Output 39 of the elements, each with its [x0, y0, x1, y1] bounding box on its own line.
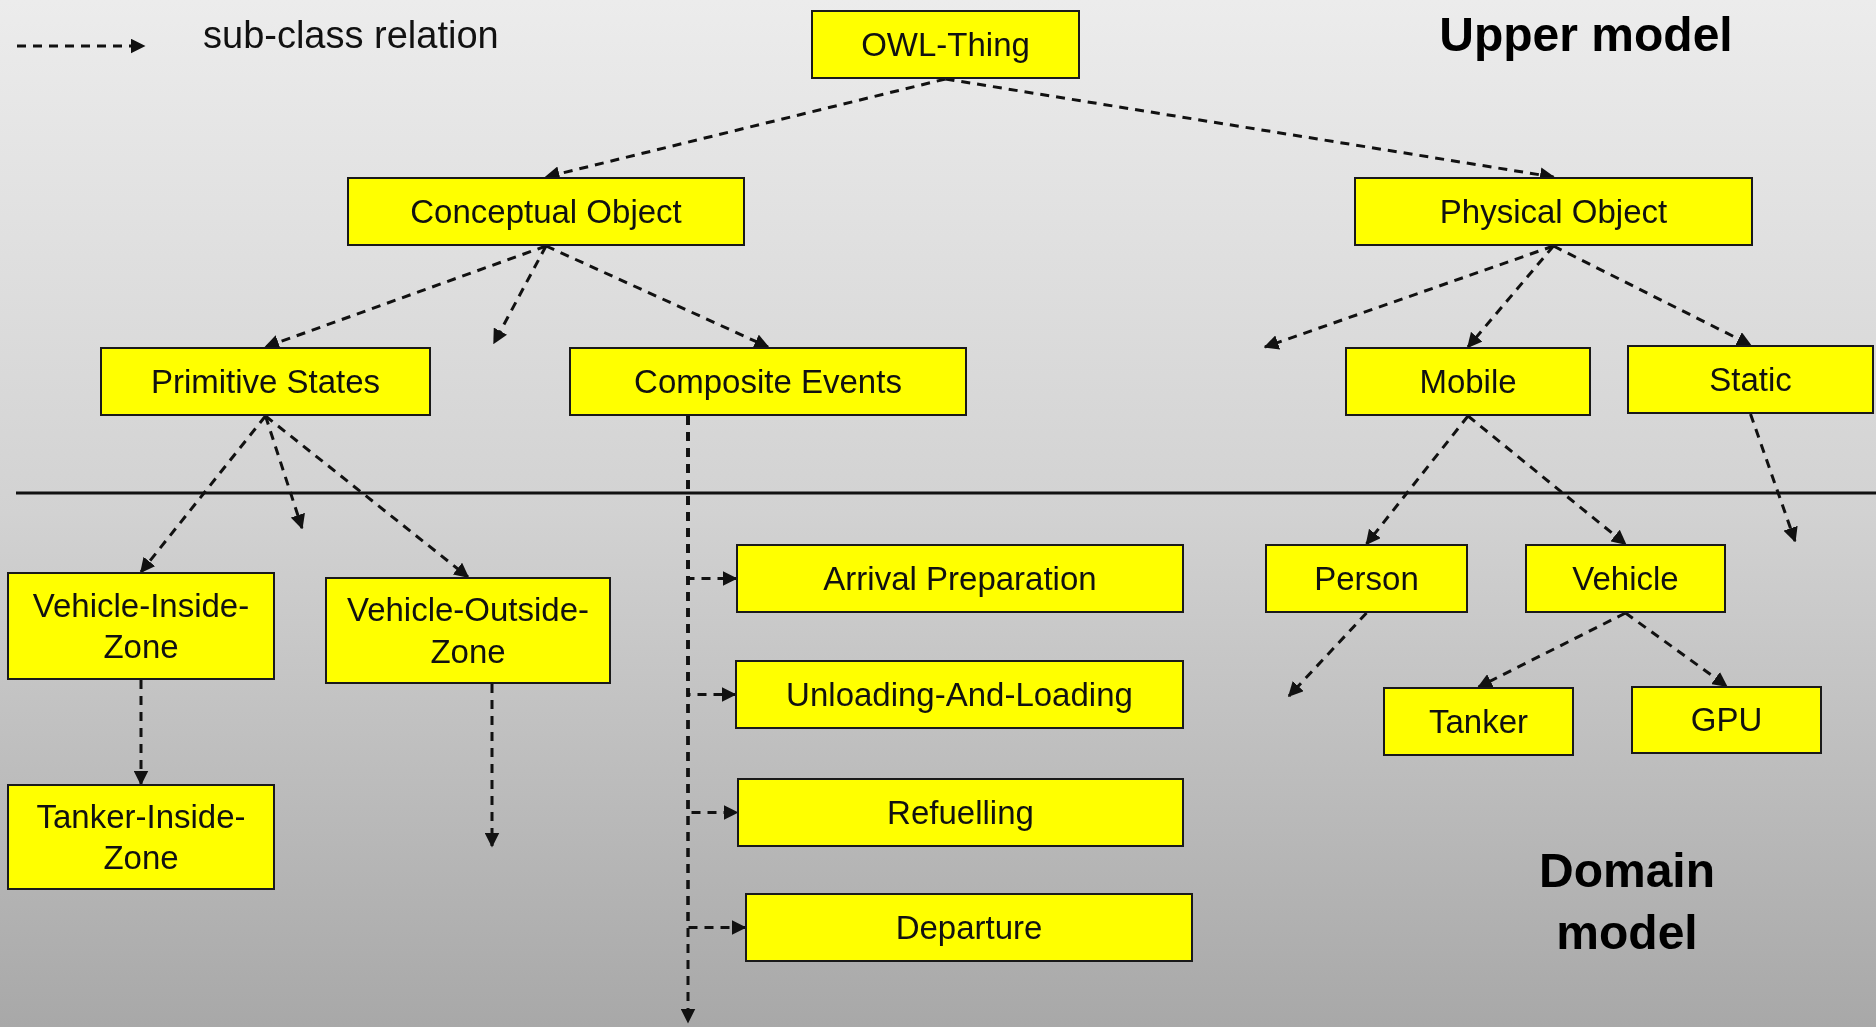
subclass-arrow [1624, 611, 1728, 688]
subclass-arrow [139, 415, 267, 574]
class-box: OWL-Thing [811, 10, 1080, 79]
subclass-arrow [1263, 244, 1554, 350]
class-box: Unloading-And-Loading [735, 660, 1184, 729]
legend-label: sub-class relation [203, 14, 499, 57]
subclass-arrow [133, 680, 149, 786]
subclass-arrow [264, 415, 305, 530]
subclass-arrow [484, 684, 500, 848]
subclass-arrow [1365, 415, 1470, 546]
subclass-arrow [492, 245, 548, 345]
subclass-arrow [1749, 413, 1798, 543]
subclass-arrow [680, 416, 696, 1024]
class-box: Person [1265, 544, 1468, 613]
class-box: Vehicle-Outside-Zone [325, 577, 611, 684]
class-box: GPU [1631, 686, 1822, 754]
class-box: Tanker-Inside-Zone [7, 784, 275, 890]
class-box: Departure [745, 893, 1193, 962]
class-box: Primitive States [100, 347, 431, 416]
section-heading: Upper model [1438, 7, 1734, 63]
class-box: Static [1627, 345, 1874, 414]
subclass-arrow [1467, 414, 1627, 546]
subclass-arrow [1466, 245, 1555, 349]
class-box: Vehicle [1525, 544, 1726, 613]
class-box: Refuelling [737, 778, 1184, 847]
subclass-arrow [264, 244, 547, 350]
subclass-arrow [545, 244, 770, 349]
subclass-arrow [1287, 611, 1368, 698]
subclass-arrow [264, 414, 470, 579]
section-heading: Domain model [1538, 843, 1716, 962]
subclass-arrow [1477, 611, 1627, 689]
class-box: Composite Events [569, 347, 967, 416]
class-box: Mobile [1345, 347, 1591, 416]
class-box: Vehicle-Inside-Zone [7, 572, 275, 680]
class-box: Physical Object [1354, 177, 1753, 246]
class-box: Tanker [1383, 687, 1574, 756]
class-box: Conceptual Object [347, 177, 745, 246]
subclass-arrow [1552, 244, 1752, 347]
class-box: Arrival Preparation [736, 544, 1184, 613]
